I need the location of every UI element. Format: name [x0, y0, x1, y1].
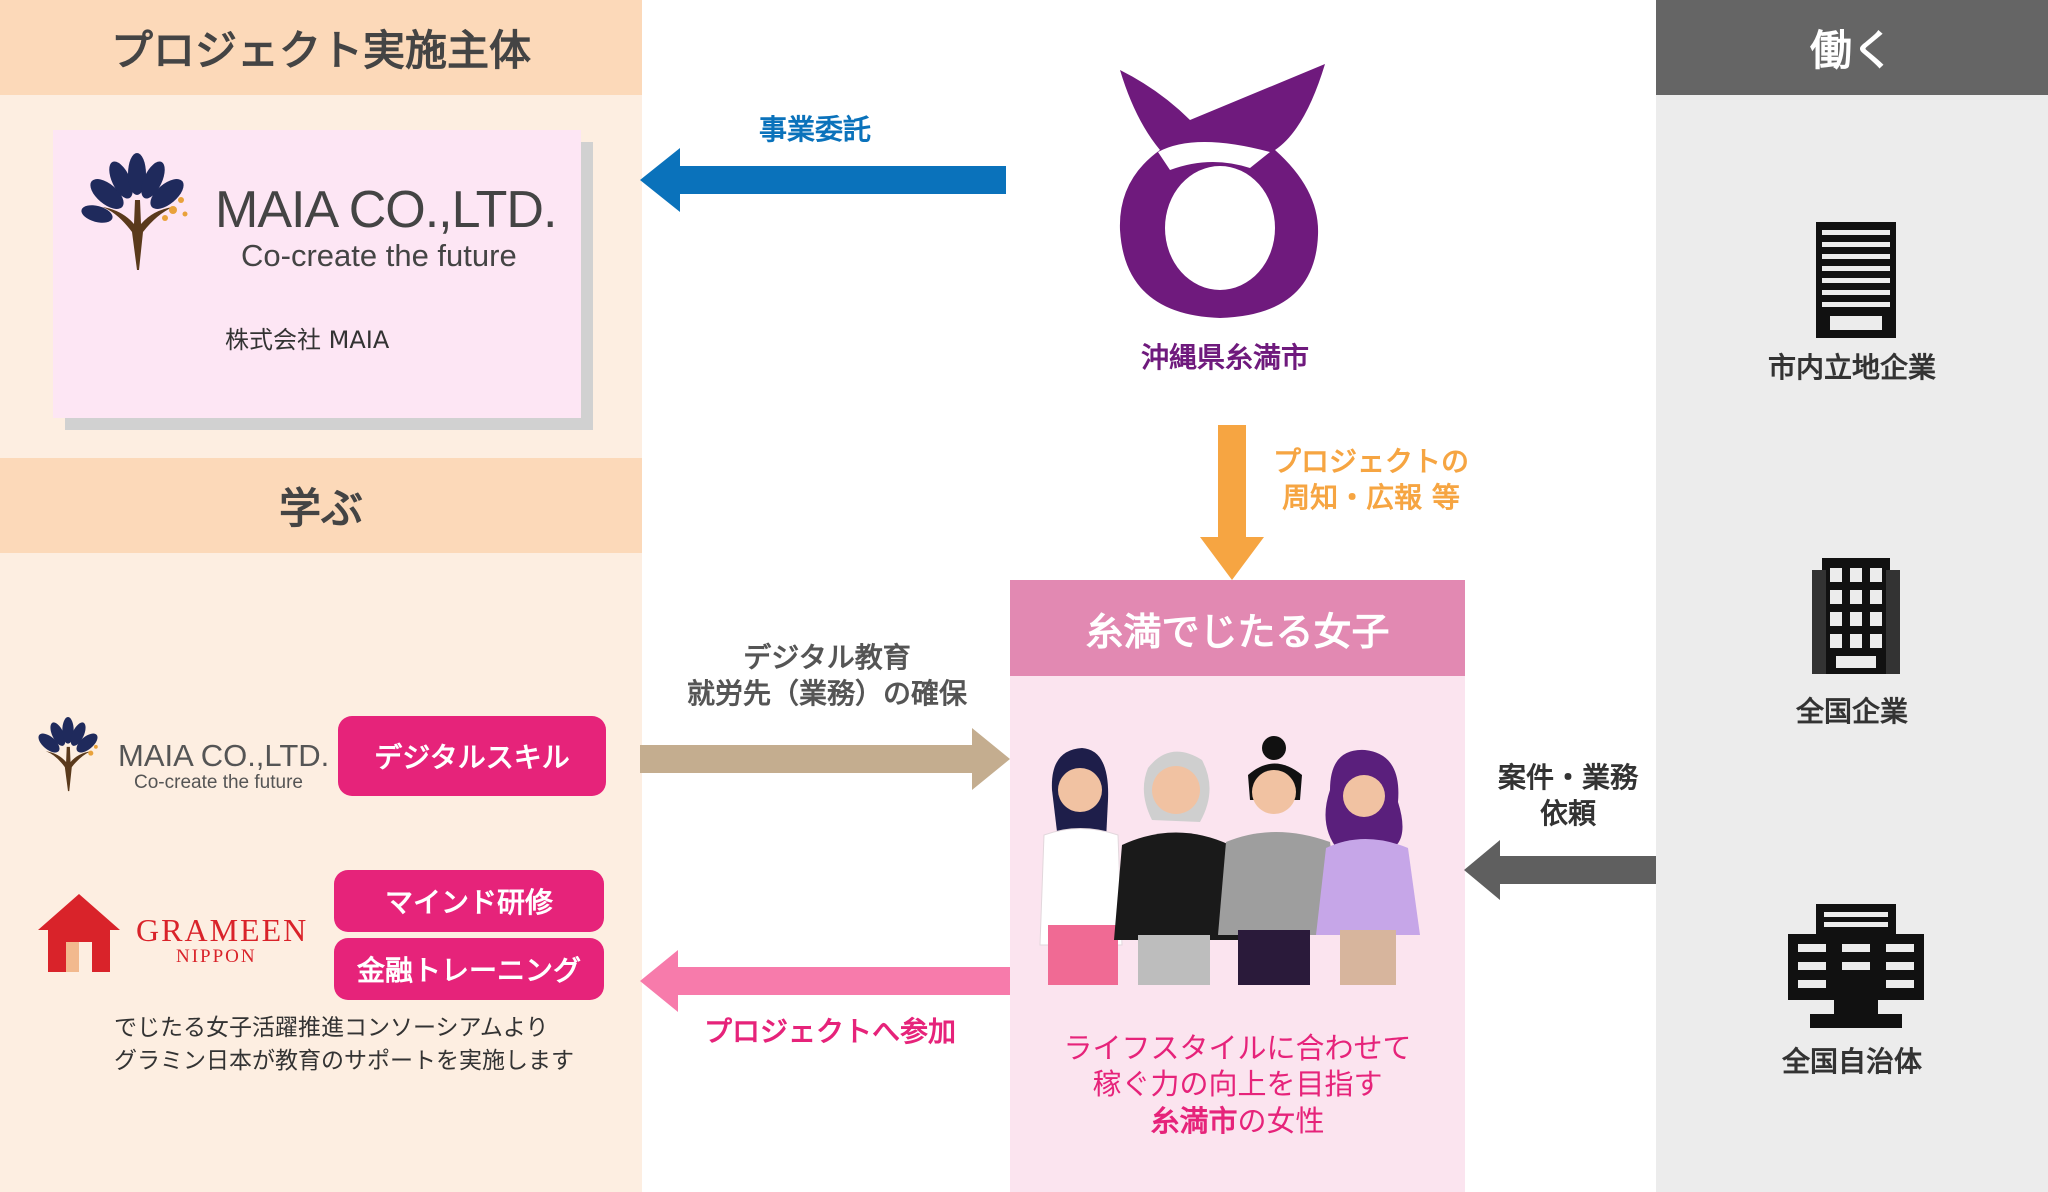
maia-small-tree-logo: [38, 717, 98, 792]
municipalities-label: 全国自治体: [1781, 1045, 1922, 1078]
education-arrow: [640, 728, 1010, 790]
grameen-sub: NIPPON: [176, 946, 257, 967]
maia-brand-name: MAIA CO.,LTD.: [215, 181, 557, 239]
join-label: プロジェクトへ参加: [703, 1015, 956, 1048]
join-arrow: [640, 950, 1010, 1012]
promo-label: プロジェクトの 周知・広報 等: [1256, 444, 1486, 517]
grameen-brand: GRAMEEN: [136, 912, 309, 948]
education-line1: デジタル教育: [743, 641, 911, 674]
maia-tree-logo: [81, 153, 188, 270]
caption-line3: 糸満市の女性: [1010, 1103, 1465, 1139]
national-companies-label: 全国企業: [1795, 695, 1908, 728]
municipality-building-icon: [1788, 904, 1924, 1028]
women-caption: ライフスタイルに合わせて 稼ぐ力の向上を目指す 糸満市の女性: [1010, 1030, 1465, 1139]
promo-line2: 周知・広報 等: [1282, 481, 1460, 515]
request-arrow: [1464, 840, 1656, 900]
request-line1: 案件・業務: [1497, 761, 1638, 794]
national-company-building-icon: [1812, 558, 1900, 674]
caption-line1: ライフスタイルに合わせて: [1063, 1031, 1412, 1065]
work-header: 働く: [1656, 0, 2048, 95]
caption-bold: 糸満市: [1150, 1103, 1238, 1138]
maia-tagline: Co-create the future: [241, 238, 517, 273]
local-company-building-icon: [1816, 222, 1896, 338]
women-illustration: [1039, 736, 1420, 985]
city-name: 沖縄県糸満市: [1140, 341, 1309, 374]
maia-card: MAIA CO.,LTD. Co-create the future 株式会社 …: [53, 130, 581, 418]
learn-header: 学ぶ: [0, 458, 642, 553]
local-companies-label: 市内立地企業: [1767, 351, 1936, 384]
request-line2: 依頼: [1539, 797, 1596, 831]
promo-line1: プロジェクトの: [1272, 445, 1469, 478]
maia-small-brand: MAIA CO.,LTD.: [118, 738, 330, 773]
education-label: デジタル教育 就労先（業務）の確保: [650, 640, 1004, 713]
digital-skill-pill: デジタルスキル: [338, 716, 606, 796]
finance-training-pill: 金融トレーニング: [334, 938, 604, 1000]
caption-tail: の女性: [1237, 1103, 1325, 1138]
promo-arrow: [1200, 425, 1264, 580]
commission-label: 事業委託: [758, 113, 871, 146]
implementer-header: プロジェクト実施主体: [0, 0, 642, 95]
maia-small-tagline: Co-create the future: [134, 772, 303, 793]
grameen-note-line2: グラミン日本が教育のサポートを実施します: [114, 1048, 574, 1075]
grameen-house-logo: [38, 894, 120, 972]
grameen-note-line1: でじたる女子活躍推進コンソーシアムより: [114, 1015, 549, 1041]
mind-training-pill: マインド研修: [334, 870, 604, 932]
caption-line2: 稼ぐ力の向上を目指す: [1092, 1067, 1383, 1102]
grameen-note: でじたる女子活躍推進コンソーシアムより グラミン日本が教育のサポートを実施します: [114, 1012, 574, 1079]
itoman-digital-women-title: 糸満でじたる女子: [1010, 580, 1465, 676]
maia-company-name: 株式会社 MAIA: [225, 326, 390, 354]
commission-arrow: [640, 148, 1006, 212]
itoman-city-emblem: [1119, 64, 1325, 318]
education-line2: 就労先（業務）の確保: [686, 677, 967, 711]
request-label: 案件・業務 依頼: [1468, 760, 1668, 833]
